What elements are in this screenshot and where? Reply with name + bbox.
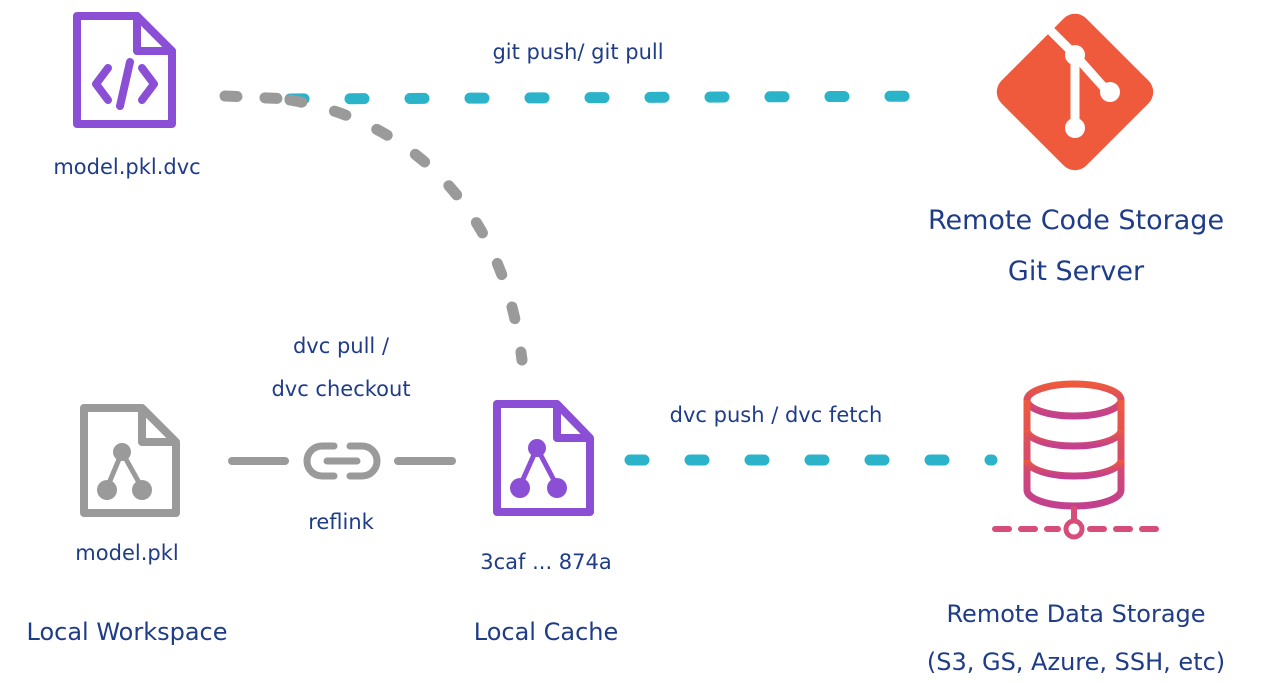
git-logo-icon <box>996 13 1154 171</box>
dvc-file-icon <box>493 400 594 516</box>
code-file-icon <box>73 12 176 128</box>
git-push-pull-label: git push/ git pull <box>492 40 664 64</box>
teal-dashed-connector-git <box>284 90 954 105</box>
link-icon <box>303 442 381 480</box>
dvc-file-label: model.pkl.dvc <box>53 155 201 179</box>
local-cache-title: Local Cache <box>473 618 619 646</box>
remote-data-storage-title: Remote Data Storage <box>946 600 1206 628</box>
remote-data-examples: (S3, GS, Azure, SSH, etc) <box>926 648 1226 676</box>
cache-hash-label: 3caf ... 874a <box>480 550 612 574</box>
dvc-checkout-label: dvc checkout <box>271 377 411 401</box>
git-server-subtitle: Git Server <box>1007 256 1145 287</box>
gray-dashed-connector-top <box>219 90 296 105</box>
remote-code-storage-title: Remote Code Storage <box>927 205 1225 236</box>
reflink-label: reflink <box>308 510 374 534</box>
local-workspace-title: Local Workspace <box>26 618 228 646</box>
dvc-pull-label: dvc pull / <box>292 334 390 358</box>
dvc-file-icon <box>80 404 180 517</box>
gray-dashed-curve-to-cache <box>284 94 528 366</box>
dvc-push-fetch-label: dvc push / dvc fetch <box>669 403 883 427</box>
model-file-label: model.pkl <box>75 541 179 565</box>
database-icon <box>992 380 1161 540</box>
